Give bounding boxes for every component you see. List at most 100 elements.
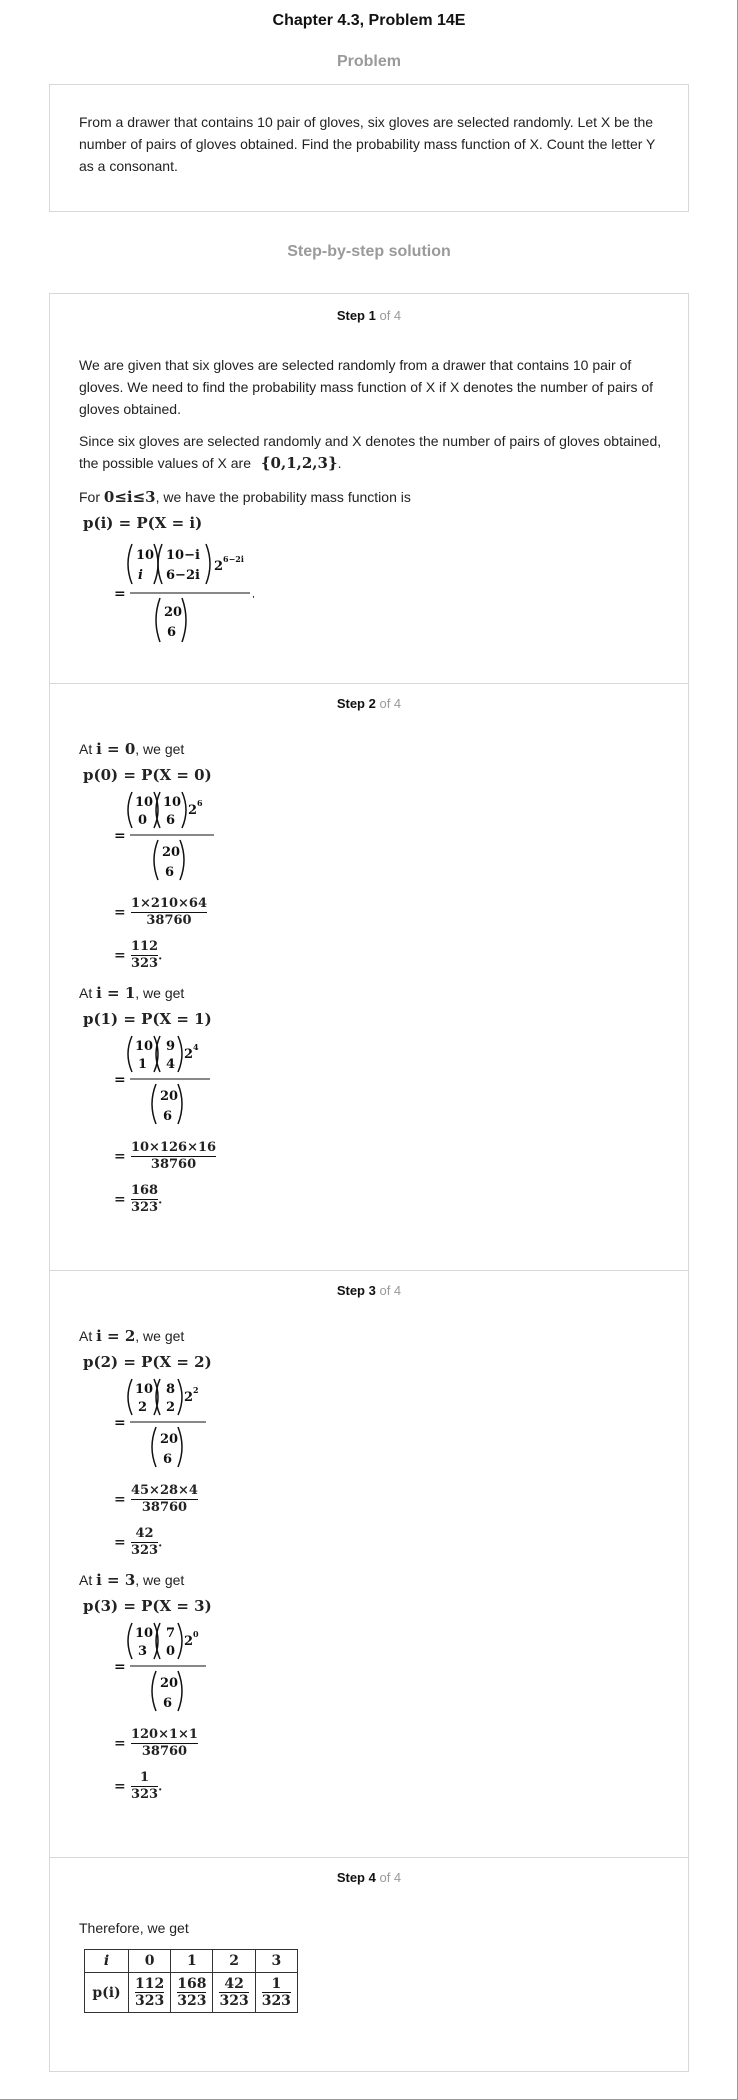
den-top: 20 — [160, 1089, 178, 1104]
b1-bottom: 1 — [138, 1057, 147, 1072]
b2-top: 7 — [166, 1626, 175, 1641]
numerator: 120×1×1 — [130, 1727, 198, 1744]
step-1-para-3-suffix: , we have the probability mass function … — [155, 489, 411, 505]
svg-text:=: = — [114, 586, 126, 602]
case-2-intro: At i = 2, we get — [79, 1325, 669, 1347]
case-1-binom-formula: = 10 1 9 4 2 4 20 6 — [114, 1035, 210, 1125]
b2-bottom: 6 — [166, 813, 175, 828]
result-denominator: 323 — [130, 1543, 159, 1558]
binom-1-bottom: i — [138, 568, 143, 583]
svg-text:=: = — [114, 828, 126, 844]
power-exponent: 6−2i — [223, 554, 244, 564]
case-1-intro: At i = 1, we get — [79, 982, 669, 1004]
cell-denominator: 323 — [219, 1993, 249, 2009]
binom-2-top: 10−i — [166, 548, 200, 563]
b2-bottom: 0 — [166, 1644, 175, 1659]
den-top: 20 — [160, 1676, 178, 1691]
case-2-binom-formula: = 10 2 8 2 2 2 20 6 — [114, 1378, 206, 1468]
b1-top: 10 — [135, 795, 153, 810]
den-bottom: 6 — [163, 1109, 172, 1124]
table-row: i 0 1 2 3 — [84, 1949, 298, 1973]
power-base: 2 — [214, 559, 223, 574]
cell-denominator: 323 — [261, 1993, 291, 2009]
b2-top: 8 — [166, 1382, 175, 1397]
step-1-para-2-text: Since six gloves are selected randomly a… — [79, 433, 662, 471]
at-label: At — [79, 741, 93, 757]
step-1-for: For — [79, 489, 100, 505]
cell-numerator: 112 — [135, 1976, 165, 1993]
result-denominator: 323 — [130, 1200, 159, 1215]
denominator: 38760 — [146, 913, 192, 928]
case-0-lhs: p(0) = P(X = 0) — [83, 766, 212, 784]
cell-numerator: 1 — [261, 1976, 291, 1993]
table-cell: 0 — [127, 1949, 172, 1973]
step-4-text: Therefore, we get — [79, 1920, 189, 1936]
step-label: Step 2 — [336, 696, 376, 711]
b2-bottom: 4 — [166, 1057, 175, 1072]
possible-values-set: {0,1,2,3} — [260, 454, 338, 472]
b2-top: 10 — [163, 795, 181, 810]
denominator: 38760 — [150, 1157, 197, 1172]
step-count: of 4 — [379, 308, 402, 323]
we-get-label: , we get — [135, 1328, 185, 1344]
pmf-general-formula: = 10 i 10−i 6−2i 2 6−2i 20 6 . — [114, 543, 254, 643]
numerator: 10×126×16 — [130, 1140, 217, 1157]
denominator: 38760 — [141, 1744, 188, 1759]
cell-numerator: 42 — [219, 1976, 249, 1993]
result-numerator: 42 — [130, 1526, 159, 1543]
case-1-lhs: p(1) = P(X = 1) — [83, 1010, 212, 1028]
table-cell: 3 — [254, 1949, 298, 1973]
i-value: i = 2 — [96, 1327, 136, 1345]
den-top: 20 — [160, 1432, 178, 1447]
step-1-para-1: We are given that six gloves are selecte… — [79, 357, 654, 417]
den-top: 20 — [162, 845, 180, 860]
step-2-title: Step 2 of 4 — [50, 696, 688, 711]
solution-box: Step 1 of 4 We are given that six gloves… — [49, 293, 689, 2072]
svg-text:.: . — [252, 587, 254, 601]
pow: 2 — [184, 1390, 193, 1405]
case-3-intro: At i = 3, we get — [79, 1569, 669, 1591]
range-condition: 0≤i≤3 — [103, 488, 156, 506]
at-label: At — [79, 1328, 93, 1344]
table-cell: 2 — [212, 1949, 256, 1973]
step-4-title: Step 4 of 4 — [50, 1870, 688, 1885]
at-label: At — [79, 985, 93, 1001]
exp: 4 — [193, 1042, 199, 1052]
b1-top: 10 — [135, 1626, 153, 1641]
binom-1-top: 10 — [136, 548, 154, 563]
table-header-p: p(i) — [84, 1972, 129, 2013]
step-count: of 4 — [379, 1283, 402, 1298]
exp: 6 — [197, 798, 203, 808]
step-3-title: Step 3 of 4 — [50, 1283, 688, 1298]
we-get-label: , we get — [135, 1572, 185, 1588]
b2-bottom: 2 — [166, 1400, 175, 1415]
den-bottom: 6 — [165, 865, 174, 880]
result-denominator: 323 — [130, 956, 159, 971]
pow: 2 — [184, 1634, 193, 1649]
step-1-para-3: For 0≤i≤3, we have the probability mass … — [79, 486, 669, 508]
denominator: 38760 — [141, 1500, 188, 1515]
exp: 0 — [193, 1629, 199, 1639]
at-label: At — [79, 1572, 93, 1588]
case-0-intro: At i = 0, we get — [79, 738, 669, 760]
i-value: i = 3 — [96, 1571, 136, 1589]
b1-bottom: 3 — [138, 1644, 147, 1659]
svg-text:=: = — [114, 1659, 126, 1675]
b1-top: 10 — [135, 1382, 153, 1397]
step-1-title: Step 1 of 4 — [50, 308, 688, 323]
we-get-label: , we get — [135, 741, 185, 757]
case-3-lhs: p(3) = P(X = 3) — [83, 1597, 212, 1615]
b2-top: 9 — [166, 1039, 175, 1054]
